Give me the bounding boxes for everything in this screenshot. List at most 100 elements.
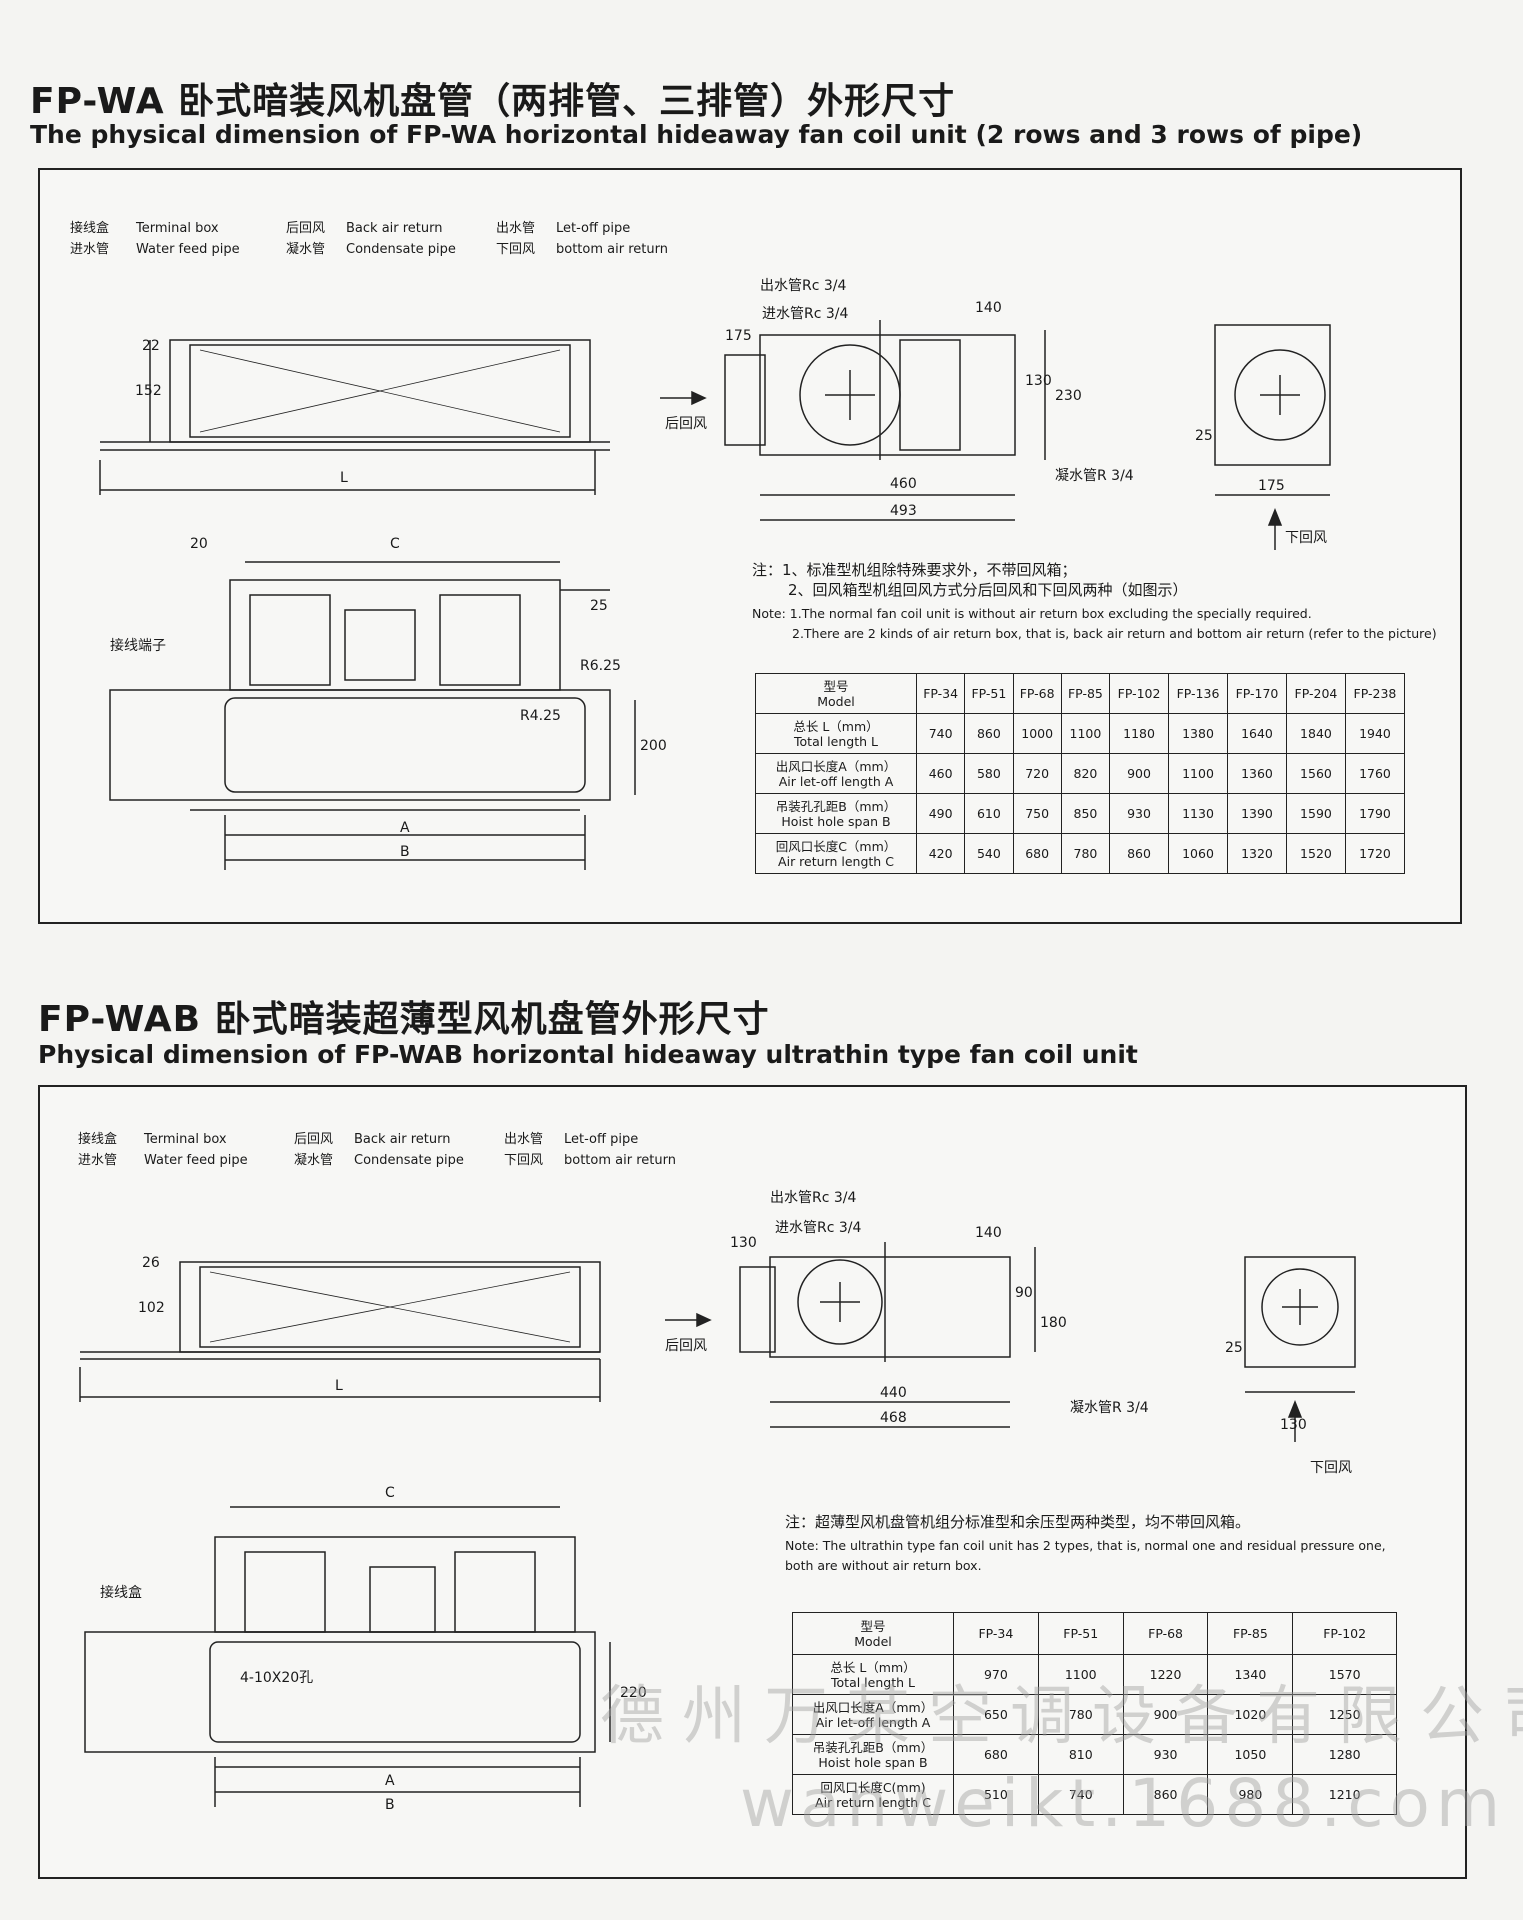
row-label: 回风口长度C（mm）Air return length C	[755, 833, 917, 874]
value-cell: 1340	[1207, 1654, 1294, 1695]
model-cell: FP-51	[964, 673, 1014, 714]
value-cell: 1360	[1227, 753, 1287, 794]
plan-view-box	[84, 1631, 596, 1753]
value-cell: 1280	[1292, 1734, 1397, 1775]
row-label-cn: 回风口长度C（mm）	[775, 838, 897, 854]
value-cell: 900	[1122, 1694, 1209, 1735]
row-label-en: Hoist hole span B	[781, 813, 891, 829]
s1-back-return: 后回风	[665, 416, 707, 432]
table-row: 吊装孔孔距B（mm）Hoist hole span B 680 810 930 …	[792, 1734, 1397, 1775]
s1-dim-25: 25	[590, 598, 608, 614]
s1-dim-130: 130	[1025, 373, 1052, 389]
value-cell: 1100	[1168, 753, 1228, 794]
model-cell: FP-102	[1109, 673, 1170, 714]
section2-spec-table: 型号 Model FP-34 FP-51 FP-68 FP-85 FP-102 …	[792, 1612, 1397, 1815]
row-label: 出风口长度A（mm）Air let-off length A	[755, 753, 917, 794]
s2-dim-468: 468	[880, 1410, 907, 1426]
legend-bottom-en: bottom air return	[564, 1153, 676, 1168]
s1-dim-C: C	[390, 536, 400, 552]
s1-dim-20: 20	[190, 536, 208, 552]
value-cell: 650	[953, 1694, 1039, 1735]
value-cell: 720	[1012, 753, 1062, 794]
value-cell: 580	[964, 753, 1014, 794]
model-cell: FP-34	[953, 1612, 1039, 1655]
value-cell: 1100	[1037, 1654, 1124, 1695]
value-cell: 1050	[1207, 1734, 1294, 1775]
legend-condensate-cn: 凝水管	[294, 1153, 334, 1168]
value-cell: 740	[1037, 1774, 1124, 1815]
legend-feed-en: Water feed pipe	[136, 242, 240, 257]
section1-notes: 注：1、标准型机组除特殊要求外，不带回风箱； 2、回风箱型机组回风方式分后回风和…	[752, 560, 1437, 644]
section2-notes: 注：超薄型风机盘管机组分标准型和余压型两种类型，均不带回风箱。 Note: Th…	[785, 1512, 1386, 1576]
value-cell: 1590	[1285, 793, 1346, 834]
section2-drawings: 26 102 L C 接线盒 4-10X20孔 220 A B 出水管Rc 3/…	[79, 1190, 1356, 1813]
s1-terminal: 接线端子	[110, 637, 166, 654]
plan-view-upper	[229, 579, 561, 691]
row-label: 吊装孔孔距B（mm）Hoist hole span B	[755, 793, 917, 834]
value-cell: 780	[1060, 833, 1111, 874]
row-label-cn: 总长 L（mm）	[830, 1659, 916, 1675]
table-row: 总长 L（mm）Total length L 740 860 1000 1100…	[755, 713, 1406, 754]
row-label-cn: 吊装孔孔距B（mm）	[775, 798, 897, 814]
watermark-cn: 德州万某空调设备有限公司	[600, 1680, 1523, 1754]
model-cell: FP-85	[1060, 673, 1111, 714]
s1-r425: R4.25	[520, 708, 561, 724]
back-return-section	[759, 334, 1016, 456]
s2-bottom-return: 下回风	[1310, 1460, 1352, 1476]
s1-note-en-2: 2.There are 2 kinds of air return box, t…	[792, 626, 1437, 641]
value-cell: 1520	[1285, 833, 1346, 874]
watermark-en: wanweikt.1688.com	[740, 1765, 1507, 1842]
legend-feed-cn: 进水管	[70, 242, 110, 257]
section1-drawings: 22 152 L 20 C 25 接线端子 R4.25 R6.25 200 A …	[99, 278, 1331, 870]
model-cell: FP-85	[1207, 1612, 1294, 1655]
legend-letoff-en: Let-off pipe	[556, 221, 631, 236]
model-cell: FP-102	[1292, 1612, 1397, 1655]
s2-outlet-pipe: 出水管Rc 3/4	[770, 1190, 856, 1206]
value-cell: 980	[1207, 1774, 1294, 1815]
legend-back-en: Back air return	[354, 1132, 451, 1147]
value-cell: 540	[964, 833, 1014, 874]
value-cell: 1640	[1227, 713, 1287, 754]
legend-terminal-en: Terminal box	[144, 1132, 227, 1147]
row-label-en: Air let-off length A	[815, 1714, 931, 1730]
s1-note-en-1: Note: 1.The normal fan coil unit is with…	[752, 606, 1312, 621]
value-cell: 490	[915, 793, 966, 834]
s1-dim-B: B	[400, 844, 410, 860]
s1-dim-152: 152	[135, 383, 162, 399]
s1-inlet-pipe: 进水管Rc 3/4	[762, 306, 848, 322]
value-cell: 1720	[1344, 833, 1406, 874]
section1-spec-table: 型号 Model FP-34 FP-51 FP-68 FP-85 FP-102 …	[755, 673, 1406, 874]
table-header-cell: 型号 Model	[755, 673, 917, 714]
value-cell: 740	[915, 713, 966, 754]
value-cell: 780	[1037, 1694, 1124, 1735]
value-cell: 970	[953, 1654, 1039, 1695]
bottom-return-section	[1244, 1256, 1356, 1368]
plan-view-box	[109, 689, 611, 801]
table-row: 吊装孔孔距B（mm）Hoist hole span B 490 610 750 …	[755, 793, 1406, 834]
model-cell: FP-204	[1285, 673, 1346, 714]
back-return-section	[769, 1256, 1011, 1358]
model-cell: FP-238	[1344, 673, 1406, 714]
value-cell: 510	[953, 1774, 1039, 1815]
section2-title-cn: FP-WAB 卧式暗装超薄型风机盘管外形尺寸	[38, 999, 770, 1040]
value-cell: 1180	[1109, 713, 1170, 754]
bottom-return-section	[1214, 324, 1331, 466]
model-cell: FP-51	[1037, 1612, 1124, 1655]
value-cell: 1560	[1285, 753, 1346, 794]
row-label: 总长 L（mm）Total length L	[755, 713, 917, 754]
table-header-cell: 型号 Model	[792, 1612, 954, 1655]
value-cell: 930	[1109, 793, 1170, 834]
s2-dim-140: 140	[975, 1225, 1002, 1241]
table-header-row: 型号 Model FP-34 FP-51 FP-68 FP-85 FP-102 …	[755, 673, 1406, 714]
row-label-cn: 总长 L（mm）	[793, 718, 879, 734]
row-label-en: Air let-off length A	[778, 773, 894, 789]
header-en: Model	[817, 693, 855, 709]
section1-title-cn: FP-WA 卧式暗装风机盘管（两排管、三排管）外形尺寸	[30, 81, 956, 122]
legend-feed-en: Water feed pipe	[144, 1153, 248, 1168]
table-row: 回风口长度C（mm）Air return length C 420 540 68…	[755, 833, 1406, 874]
row-label-cn: 出风口长度A（mm）	[812, 1699, 934, 1715]
s2-dim-102: 102	[138, 1300, 165, 1316]
table-row: 回风口长度C(mm)Air return length C 510 740 86…	[792, 1774, 1397, 1815]
legend-letoff-cn: 出水管	[496, 221, 536, 236]
legend-bottom-en: bottom air return	[556, 242, 668, 257]
